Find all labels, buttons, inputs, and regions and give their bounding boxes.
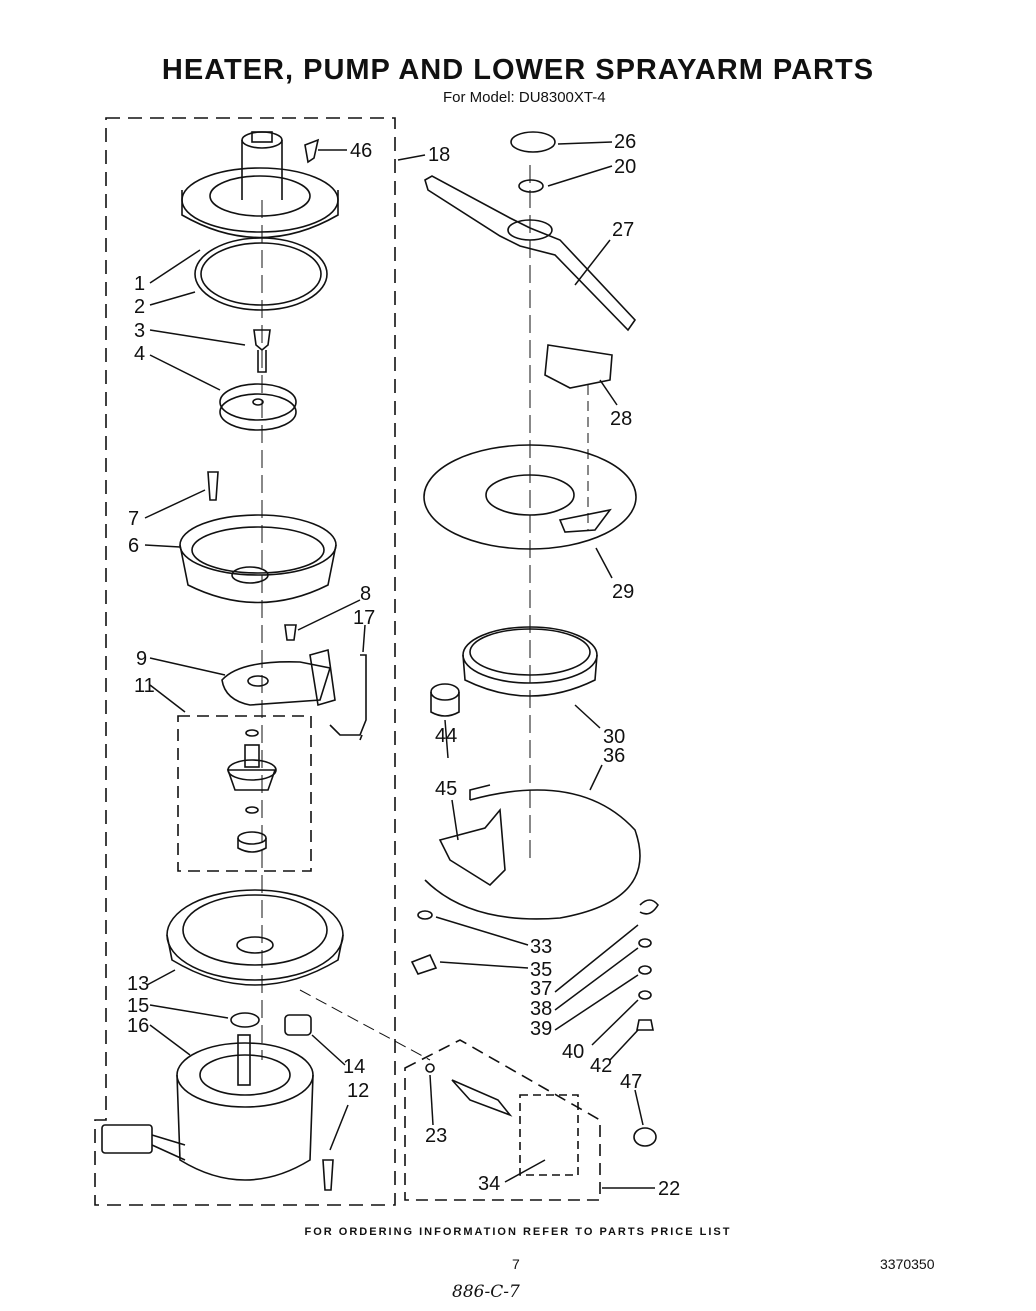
part-37-42-hardware — [636, 899, 659, 1031]
callout-7: 7 — [128, 508, 139, 530]
part-28-bracket — [544, 344, 613, 389]
callout-36: 36 — [603, 745, 625, 767]
part-14-block — [284, 1014, 312, 1036]
assembly-22-outline — [404, 1039, 601, 1201]
callout-44: 44 — [435, 725, 457, 747]
part-4-cap — [219, 383, 297, 431]
page-number: 7 — [512, 1256, 520, 1272]
callout-39: 39 — [530, 1018, 552, 1040]
callout-30: 30 — [603, 726, 625, 748]
callout-1: 1 — [134, 273, 145, 295]
handwritten-note: 886-C-7 — [452, 1282, 520, 1302]
document-number: 3370350 — [880, 1256, 935, 1272]
callout-17: 17 — [353, 607, 375, 629]
part-1-pump-cover — [181, 131, 339, 239]
assembly-11-outline — [177, 715, 312, 872]
part-11-impeller — [226, 729, 277, 853]
page-title: HEATER, PUMP AND LOWER SPRAYARM PARTS — [161, 54, 875, 86]
part-15-washer — [230, 1012, 260, 1028]
callout-46: 46 — [350, 140, 372, 162]
callout-33: 33 — [530, 936, 552, 958]
callout-29: 29 — [612, 581, 634, 603]
leader-lines — [144, 141, 655, 1189]
part-3-bolt — [253, 329, 271, 373]
callout-8: 8 — [360, 583, 371, 605]
assembly-34-outline — [519, 1094, 579, 1176]
callout-23: 23 — [425, 1125, 447, 1147]
part-47-clamp — [633, 1127, 657, 1147]
part-13-motor-mount — [166, 889, 344, 986]
callout-14: 14 — [343, 1056, 365, 1078]
part-2-gasket-ring — [194, 237, 328, 311]
assembly-18-outline — [94, 117, 396, 1206]
callout-26: 26 — [614, 131, 636, 153]
part-6-pump-housing — [179, 514, 337, 604]
part-17-rod — [329, 654, 367, 741]
callout-37: 37 — [530, 978, 552, 1000]
callout-45: 45 — [435, 778, 457, 800]
model-subtitle: For Model: DU8300XT-4 — [443, 89, 606, 106]
axis-23 — [299, 989, 431, 1061]
callout-15: 15 — [127, 995, 149, 1017]
part-22-valve — [425, 1063, 513, 1117]
part-36-heater-element — [424, 784, 641, 920]
part-20-nut — [518, 179, 544, 193]
callout-35: 35 — [530, 959, 552, 981]
part-29-filter-disc — [423, 444, 637, 550]
callout-11: 11 — [134, 675, 155, 697]
callout-2: 2 — [134, 296, 145, 318]
callout-27: 27 — [612, 219, 634, 241]
callout-47: 47 — [620, 1071, 642, 1093]
part-44-thermostat — [430, 683, 460, 717]
part-16-motor — [101, 1034, 314, 1181]
part-7-screw — [207, 471, 219, 501]
part-45-bracket — [438, 807, 506, 887]
part-9-plate — [221, 648, 336, 707]
part-33-washer — [417, 910, 433, 920]
part-27-sprayarm — [424, 175, 637, 332]
part-30-ring — [462, 626, 598, 697]
part-46-clip — [304, 138, 320, 164]
callout-40: 40 — [562, 1041, 584, 1063]
callout-6: 6 — [128, 535, 139, 557]
part-26-disc — [510, 131, 556, 153]
callout-labels: 46 18 1 2 3 4 7 6 8 17 9 11 13 15 16 14 … — [127, 131, 680, 1200]
callout-38: 38 — [530, 998, 552, 1020]
callout-16: 16 — [127, 1015, 149, 1037]
callout-34: 34 — [478, 1173, 500, 1195]
callout-12: 12 — [347, 1080, 369, 1102]
part-8-screw — [284, 624, 297, 641]
callout-3: 3 — [134, 320, 145, 342]
part-35-clip — [410, 953, 438, 975]
callout-28: 28 — [610, 408, 632, 430]
callout-18: 18 — [428, 144, 450, 166]
callout-22: 22 — [658, 1178, 680, 1200]
callout-9: 9 — [136, 648, 147, 670]
part-12-screw — [322, 1159, 334, 1191]
callout-4: 4 — [134, 343, 145, 365]
callout-13: 13 — [127, 973, 149, 995]
callout-20: 20 — [614, 156, 636, 178]
ordering-note: FOR ORDERING INFORMATION REFER TO PARTS … — [304, 1226, 732, 1238]
callout-42: 42 — [590, 1055, 612, 1077]
